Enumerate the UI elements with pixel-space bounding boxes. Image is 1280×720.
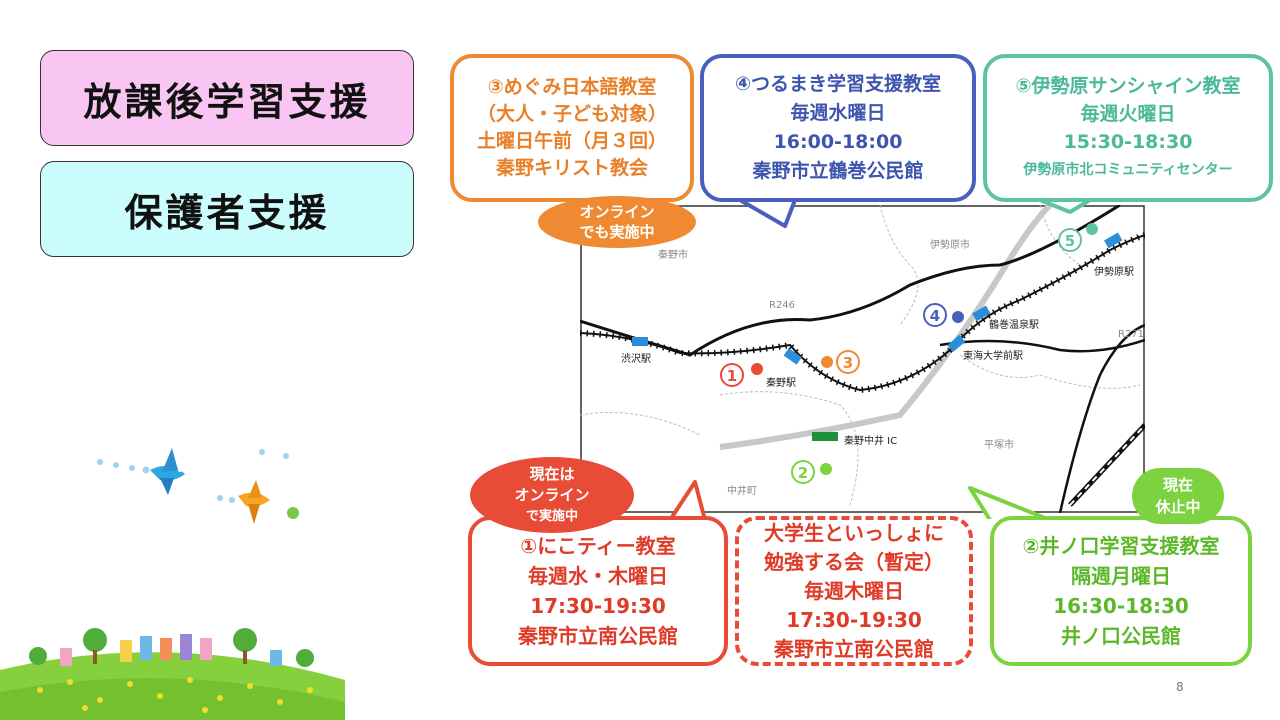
c4-name: ④つるまき学習支援教室 [734, 73, 942, 95]
c2-name: ②井ノ口学習支援教室 [1022, 534, 1220, 558]
badge-line: 現在 [1162, 476, 1193, 494]
c4-time: 16:00-18:00 [773, 131, 903, 153]
marker-3: 3 [821, 350, 860, 374]
c5-name: ⑤伊勢原サンシャイン教室 [1015, 75, 1241, 97]
page-number: 8 [1176, 680, 1184, 694]
classroom-1-card: ①にこティー教室 毎週水・木曜日 17:30-19:30 秦野市立南公民館 [468, 516, 728, 666]
c1-time: 17:30-19:30 [530, 594, 666, 618]
label-tokai-station: 東海大学前駅 [963, 351, 1023, 362]
svg-text:4: 4 [930, 307, 940, 325]
c3-schedule: 土曜日午前（月３回） [476, 130, 667, 152]
c2-venue: 井ノ口公民館 [1061, 624, 1181, 648]
highway [719, 205, 1053, 450]
classroom-2-card: ②井ノ口学習支援教室 隔週月曜日 16:30-18:30 井ノ口公民館 [990, 516, 1252, 666]
marker-4: 4 [923, 303, 964, 327]
label-isehara-city: 伊勢原市 [930, 240, 970, 251]
ic-marker [812, 432, 838, 441]
after-school-support-tab[interactable]: 放課後学習支援 [40, 50, 414, 146]
guardian-support-tab[interactable]: 保護者支援 [40, 161, 414, 257]
svg-text:1: 1 [727, 367, 737, 385]
c5-time: 15:30-18:30 [1063, 131, 1193, 153]
c4-day: 毎週水曜日 [790, 102, 886, 124]
label-r246: R246 [769, 300, 796, 311]
c2-time: 16:30-18:30 [1053, 594, 1189, 618]
c6-name-2: 勉強する会（暫定） [764, 549, 944, 574]
c5-venue: 伊勢原市北コミュニティセンター [1023, 162, 1233, 178]
label-hadano-city: 秦野市 [658, 250, 688, 261]
label-r271: R271 [1118, 329, 1145, 340]
c6-venue: 秦野市立南公民館 [774, 636, 934, 661]
station-tokai [947, 334, 966, 352]
label-hadano-station: 秦野駅 [766, 378, 796, 389]
currently-paused-badge: 現在 休止中 [1132, 468, 1224, 524]
marker-1: 1 [720, 363, 763, 387]
label-hiratsuka-city: 平塚市 [984, 440, 1014, 451]
badge-line: 現在は [529, 464, 575, 483]
svg-text:5: 5 [1065, 232, 1075, 250]
badge-line: で実施中 [525, 508, 578, 524]
birds-illustration [97, 448, 299, 524]
badge-line: 休止中 [1155, 498, 1201, 516]
currently-online-badge: 現在は オンライン で実施中 [470, 457, 634, 533]
station-hadano [783, 348, 802, 365]
label-tsurumaki-station: 鶴巻温泉駅 [989, 320, 1039, 331]
c1-venue: 秦野市立南公民館 [518, 624, 678, 648]
c2-day: 隔週月曜日 [1071, 564, 1171, 588]
label-nakai-town: 中井町 [727, 486, 757, 497]
svg-text:2: 2 [798, 464, 808, 482]
svg-text:3: 3 [843, 354, 853, 372]
classroom-4-card: ④つるまき学習支援教室 毎週水曜日 16:00-18:00 秦野市立鶴巻公民館 [700, 54, 976, 202]
label-shibusawa-station: 渋沢駅 [621, 354, 651, 365]
online-also-badge: オンライン でも実施中 [538, 196, 696, 248]
badge-line: オンライン [579, 203, 655, 221]
c5-day: 毎週火曜日 [1080, 103, 1176, 125]
railway [580, 234, 1145, 392]
c6-name-1: 大学生といっしょに [764, 520, 944, 545]
tab-label: 放課後学習支援 [83, 79, 371, 124]
badge-line: でも実施中 [579, 223, 655, 241]
c3-venue: 秦野キリスト教会 [495, 157, 648, 179]
marker-5: 5 [1058, 223, 1098, 252]
c3-name: ③めぐみ日本語教室 [487, 76, 657, 98]
badge-line: オンライン [514, 485, 590, 504]
university-study-session-card: 大学生といっしょに 勉強する会（暫定） 毎週木曜日 17:30-19:30 秦野… [735, 516, 973, 666]
marker-2: 2 [791, 460, 832, 484]
station-isehara [1104, 232, 1123, 249]
hill-town-illustration [0, 628, 345, 720]
station-tsurumaki [972, 305, 991, 322]
classroom-5-card: ⑤伊勢原サンシャイン教室 毎週火曜日 15:30-18:30 伊勢原市北コミュニ… [983, 54, 1273, 202]
c1-name: ①にこティー教室 [520, 534, 676, 558]
classroom-3-card: ③めぐみ日本語教室 （大人・子ども対象） 土曜日午前（月３回） 秦野キリスト教会 [450, 54, 694, 202]
label-interchange: 秦野中井 IC [844, 436, 898, 447]
c1-day: 毎週水・木曜日 [528, 564, 668, 588]
c3-target: （大人・子ども対象） [476, 103, 667, 125]
road-east [1058, 323, 1145, 513]
tab-label: 保護者支援 [124, 190, 330, 235]
c4-venue: 秦野市立鶴巻公民館 [752, 160, 924, 182]
station-shibusawa [632, 337, 648, 346]
c6-day: 毎週木曜日 [804, 578, 904, 603]
area-map: 1 3 2 4 5 [580, 205, 1145, 513]
label-isehara-station: 伊勢原駅 [1094, 267, 1134, 278]
c6-time: 17:30-19:30 [786, 607, 922, 632]
